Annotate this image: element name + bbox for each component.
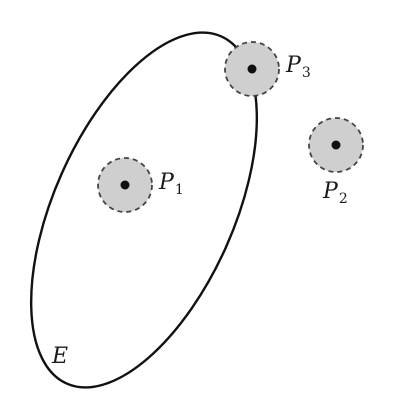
point-p1 [120,180,130,190]
point-p2 [331,140,341,150]
label-p2-letter: P [323,179,338,204]
label-p1-subscript: 1 [174,182,184,198]
label-p3-letter: P [286,53,301,78]
label-p3: P3 [286,53,311,81]
label-p3-subscript: 3 [301,65,311,81]
label-p1: P1 [159,170,184,198]
label-p2: P2 [323,179,348,207]
point-p3 [247,64,257,74]
label-p1-letter: P [159,170,174,195]
ellipse-e [29,31,259,389]
label-ellipse-e-text: E [52,344,69,369]
label-ellipse-e: E [52,346,68,368]
label-p2-subscript: 2 [338,191,348,207]
